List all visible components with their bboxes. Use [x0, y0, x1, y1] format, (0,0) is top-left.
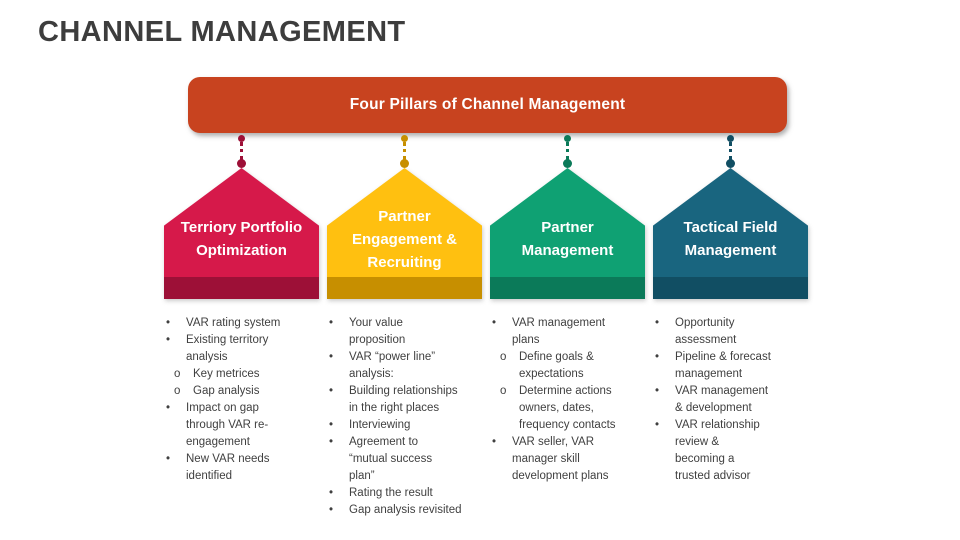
bullet-marker: o — [174, 368, 181, 380]
banner-label: Four Pillars of Channel Management — [349, 96, 626, 113]
pillar-group: Terriory Portfolio Optimization • VAR rati… — [164, 0, 319, 540]
bullet-marker: • — [329, 487, 334, 499]
bullet-item: • VAR relationship review & becoming a tr… — [655, 417, 808, 485]
pillar-group: Partner Management • VAR management plans o… — [490, 0, 645, 540]
bullet-marker: o — [500, 385, 507, 397]
bullet-item: • Agreement to “mutual success plan” — [329, 434, 482, 485]
pillar-title: Partner Management — [521, 219, 614, 259]
bullet-text: Key metrices — [193, 368, 260, 380]
connector-apex-dot — [237, 159, 246, 168]
pillar-strip — [327, 277, 482, 299]
connector-top-dot — [238, 135, 245, 142]
bullet-text: VAR management & development — [675, 385, 769, 414]
bullet-item: • Impact on gap through VAR re- engagemen… — [166, 400, 319, 451]
bullet-text: VAR management plans — [512, 317, 606, 346]
bullet-marker: • — [329, 504, 334, 516]
bullet-item: • VAR seller, VAR manager skill developme… — [492, 434, 645, 485]
bullet-marker: • — [655, 419, 660, 431]
pillar-group: Partner Engagement & Recruiting • Your val… — [327, 0, 482, 540]
bullet-marker: • — [329, 385, 334, 397]
bullet-text: Determine actions owners, dates, frequen… — [519, 385, 616, 431]
bullet-marker: • — [166, 453, 171, 465]
connector-apex-dot — [400, 159, 409, 168]
bullet-item: o Gap analysis — [174, 383, 319, 400]
bullet-text: VAR “power line” analysis: — [349, 351, 436, 380]
pillar-title: Partner Engagement & Recruiting — [351, 207, 457, 271]
pillar-strip — [490, 277, 645, 299]
bullet-item: • Opportunity assessment — [655, 315, 808, 349]
bullet-text: Pipeline & forecast management — [675, 351, 771, 380]
bullet-item: • New VAR needs identified — [166, 451, 319, 485]
pillar-group: Tactical Field Management • Opportunity as… — [653, 0, 808, 540]
bullet-text: Gap analysis — [193, 385, 260, 397]
bullet-item: o Key metrices — [174, 366, 319, 383]
pillar-strip — [164, 277, 319, 299]
connector-apex-dot — [563, 159, 572, 168]
banner: Four Pillars of Channel Management — [188, 77, 787, 133]
pillar-title: Terriory Portfolio Optimization — [180, 219, 303, 259]
bullet-text: Existing territory analysis — [186, 334, 269, 363]
bullet-item: • VAR management plans — [492, 315, 645, 349]
bullet-item: • Existing territory analysis — [166, 332, 319, 366]
bullet-item: • Building relationships in the right pla… — [329, 383, 482, 417]
bullet-text: Define goals & expectations — [519, 351, 594, 380]
pillar-shape: Tactical Field Management — [653, 168, 808, 299]
bullet-item: o Define goals & expectations — [500, 349, 645, 383]
connector-dotted-line — [566, 142, 569, 160]
bullet-marker: • — [166, 334, 171, 346]
bullet-marker: • — [329, 317, 334, 329]
pillar-shape: Partner Management — [490, 168, 645, 299]
connector-apex-dot — [726, 159, 735, 168]
bullet-list: • VAR rating system • Existing territory an… — [166, 315, 319, 485]
pillar-shape: Partner Engagement & Recruiting — [327, 168, 482, 299]
connector-dotted-line — [729, 142, 732, 160]
bullet-marker: • — [329, 419, 334, 431]
bullet-item: • Interviewing — [329, 417, 482, 434]
bullet-marker: • — [329, 351, 334, 363]
bullet-item: • VAR management & development — [655, 383, 808, 417]
bullet-marker: • — [655, 385, 660, 397]
bullet-text: New VAR needs identified — [186, 453, 270, 482]
bullet-item: • Pipeline & forecast management — [655, 349, 808, 383]
bullet-marker: o — [174, 385, 181, 397]
bullet-item: o Determine actions owners, dates, freque… — [500, 383, 645, 434]
bullet-text: Opportunity assessment — [675, 317, 737, 346]
bullet-marker: • — [655, 351, 660, 363]
bullet-marker: • — [492, 436, 497, 448]
connector-dotted-line — [403, 142, 406, 160]
bullet-list: • Your value proposition • VAR “power line”… — [329, 315, 482, 519]
bullet-text: Your value proposition — [349, 317, 406, 346]
connector-dotted-line — [240, 142, 243, 160]
bullet-marker: • — [655, 317, 660, 329]
bullet-item: • VAR rating system — [166, 315, 319, 332]
bullet-item: • Gap analysis revisited — [329, 502, 482, 519]
pillar-strip — [653, 277, 808, 299]
bullet-item: • VAR “power line” analysis: — [329, 349, 482, 383]
bullet-marker: o — [500, 351, 507, 363]
bullet-item: • Your value proposition — [329, 315, 482, 349]
connector-top-dot — [727, 135, 734, 142]
bullet-marker: • — [166, 402, 171, 414]
bullet-text: Rating the result — [349, 487, 433, 499]
bullet-text: VAR rating system — [186, 317, 281, 329]
bullet-text: VAR seller, VAR manager skill developmen… — [512, 436, 609, 482]
bullet-text: Building relationships in the right plac… — [349, 385, 458, 414]
bullet-marker: • — [166, 317, 171, 329]
slide-title: CHANNEL MANAGEMENT — [38, 16, 406, 48]
bullet-text: Interviewing — [349, 419, 411, 431]
bullet-item: • Rating the result — [329, 485, 482, 502]
pillar-shape: Terriory Portfolio Optimization — [164, 168, 319, 299]
connector-top-dot — [401, 135, 408, 142]
bullet-text: Impact on gap through VAR re- engagement — [186, 402, 269, 448]
bullet-text: VAR relationship review & becoming a tru… — [675, 419, 760, 482]
connector-top-dot — [564, 135, 571, 142]
bullet-marker: • — [492, 317, 497, 329]
bullet-text: Gap analysis revisited — [349, 504, 462, 516]
pillar-title: Tactical Field Management — [683, 219, 778, 259]
bullet-list: • VAR management plans o Define goals & exp… — [492, 315, 645, 485]
bullet-list: • Opportunity assessment • Pipeline & forec… — [655, 315, 808, 485]
bullet-text: Agreement to “mutual success plan” — [349, 436, 433, 482]
bullet-marker: • — [329, 436, 334, 448]
